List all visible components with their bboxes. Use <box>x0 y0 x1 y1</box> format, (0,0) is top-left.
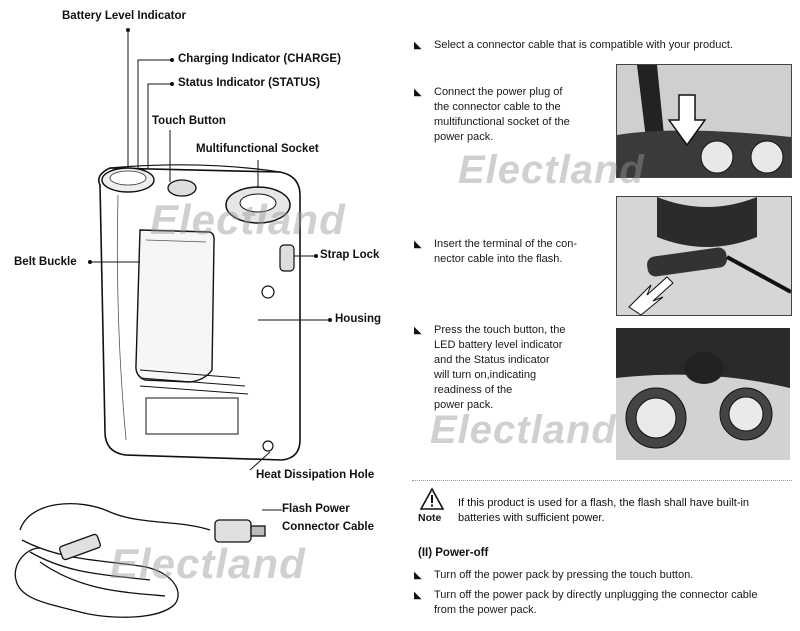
photo-connect-plug <box>616 64 792 178</box>
bullet-arrow-icon: ◣ <box>414 325 422 336</box>
watermark: Electland <box>430 408 617 452</box>
watermark: Electland <box>150 196 346 243</box>
callout-belt-buckle: Belt Buckle <box>14 256 77 268</box>
warning-icon <box>419 487 445 510</box>
bullet-arrow-icon: ◣ <box>414 239 422 250</box>
step-line: will turn on,indicating <box>434 369 537 381</box>
step-line: Connect the power plug of <box>434 86 563 98</box>
callout-multifunctional-socket: Multifunctional Socket <box>196 143 319 155</box>
callout-heat-dissipation-hole: Heat Dissipation Hole <box>256 469 375 481</box>
power-off-unplug: Turn off the power pack by directly unpl… <box>434 588 757 618</box>
step-line: and the Status indicator <box>434 354 550 366</box>
step-line: LED battery level indicator <box>434 339 563 351</box>
callout-flash-cable-line1: Flash Power <box>282 503 350 515</box>
step-line: Insert the terminal of the con- <box>434 238 578 250</box>
callout-battery-level: Battery Level Indicator <box>62 10 186 22</box>
callout-status-indicator: Status Indicator (STATUS) <box>178 77 321 89</box>
step-line: Turn off the power pack by directly unpl… <box>434 589 758 601</box>
bullet-arrow-icon: ◣ <box>414 40 422 51</box>
note-text: If this product is used for a flash, the… <box>458 496 749 526</box>
step-connect-plug: Connect the power plug of the connector … <box>434 85 570 145</box>
watermark: Electland <box>458 148 645 192</box>
step-line: multifunctional socket of the <box>434 116 570 128</box>
section-title-power-off: (II) Power-off <box>418 547 489 559</box>
step-line: power pack. <box>434 399 494 411</box>
step-line: from the power pack. <box>434 604 537 616</box>
step-insert-terminal: Insert the terminal of the con- nector c… <box>434 237 577 267</box>
step-line: readiness of the <box>434 384 513 396</box>
power-pack-illustration <box>14 28 332 618</box>
step-line: Press the touch button, the <box>434 324 566 336</box>
bullet-arrow-icon: ◣ <box>414 590 422 601</box>
note-line: batteries with sufficient power. <box>458 512 605 524</box>
callout-strap-lock: Strap Lock <box>320 249 380 261</box>
bullet-arrow-icon: ◣ <box>414 87 422 98</box>
watermark: Electland <box>110 540 306 587</box>
divider <box>412 480 792 481</box>
step-line: power pack. <box>434 131 494 143</box>
bullet-arrow-icon: ◣ <box>414 570 422 581</box>
step-press-touch-button: Press the touch button, the LED battery … <box>434 323 565 413</box>
power-off-touch-button: Turn off the power pack by pressing the … <box>434 569 694 581</box>
callout-touch-button: Touch Button <box>152 115 226 127</box>
step-select-cable: Select a connector cable that is compati… <box>434 39 733 51</box>
note-line: If this product is used for a flash, the… <box>458 497 750 509</box>
callout-charging-indicator: Charging Indicator (CHARGE) <box>178 53 341 65</box>
step-line: nector cable into the flash. <box>434 253 563 265</box>
instruction-panel: ◣ Select a connector cable that is compa… <box>400 0 800 631</box>
callout-flash-cable-line2: Connector Cable <box>282 521 375 533</box>
power-pack-diagram: Battery Level Indicator Charging Indicat… <box>14 10 381 618</box>
step-line: the connector cable to the <box>434 101 561 113</box>
coiled-cable-illustration <box>14 503 266 618</box>
photo-press-touch-button <box>616 328 790 460</box>
photo-insert-terminal <box>616 196 792 316</box>
callout-housing: Housing <box>335 313 381 325</box>
note-label: Note <box>418 512 442 524</box>
